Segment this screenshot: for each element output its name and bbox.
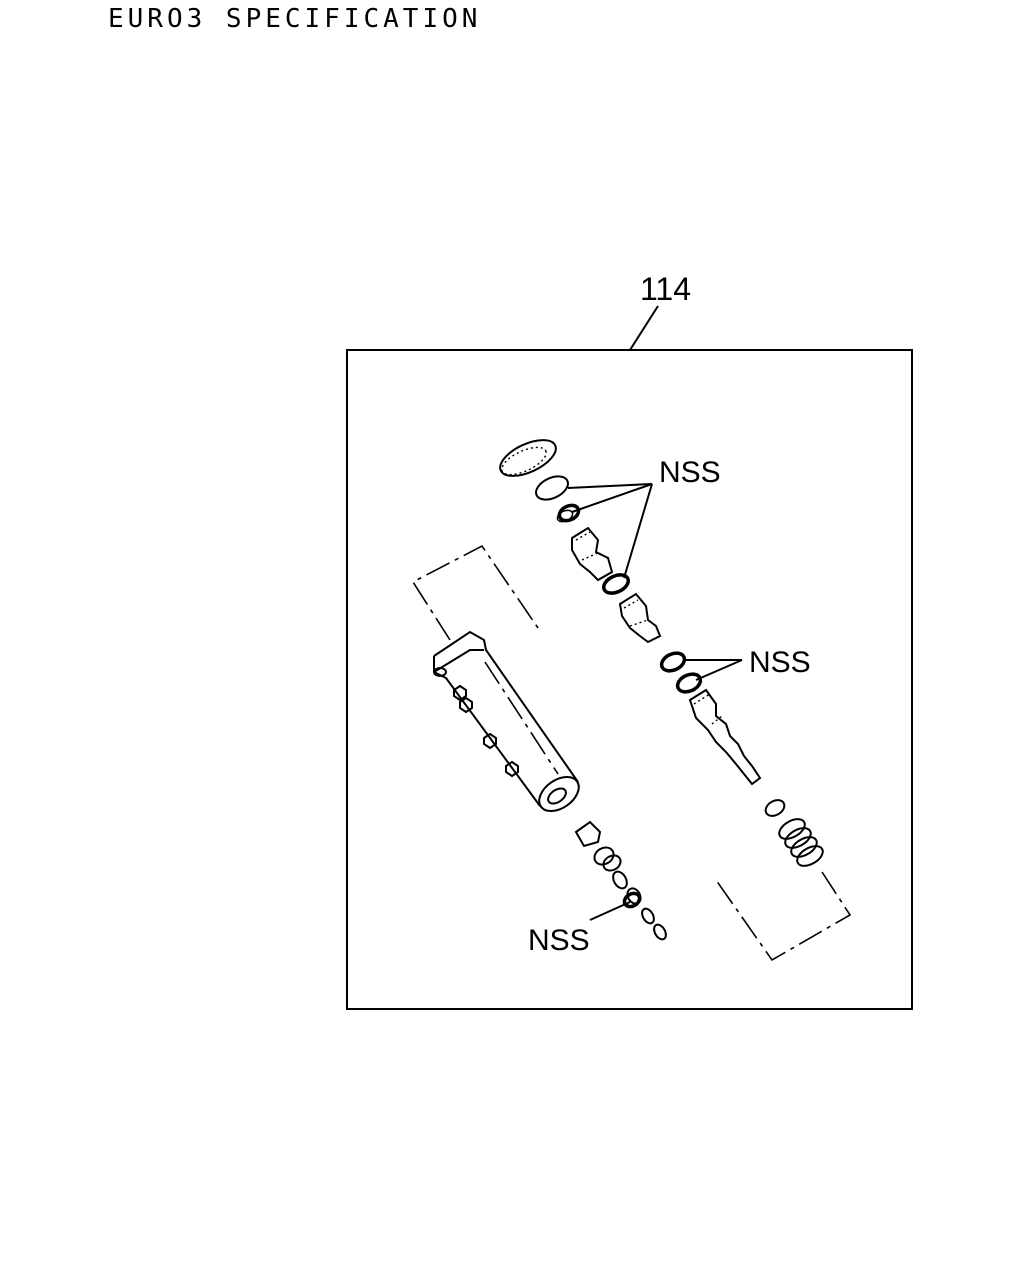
limiter-part (593, 846, 622, 872)
valve-body-part-middle (618, 592, 662, 644)
assembly-frame (346, 349, 913, 1010)
reference-leader-line (629, 305, 659, 351)
spring-part (764, 799, 824, 867)
valve-body-part-upper (571, 526, 614, 582)
o-ring-part-lower-pair (675, 672, 703, 694)
nss-label-top: NSS (659, 456, 721, 489)
nss-leader-middle (684, 659, 743, 681)
nss-leader-top (567, 483, 653, 579)
nss-leader-bottom (589, 901, 631, 921)
small-collar-part (556, 503, 581, 523)
o-ring-part (535, 475, 569, 501)
o-ring-part-thick (601, 573, 631, 595)
top-cap-part (499, 439, 557, 477)
small-washers-part (612, 870, 667, 941)
pressure-sensor-part (574, 820, 602, 848)
right-center-line (715, 871, 852, 962)
nss-label-bottom: NSS (528, 924, 590, 957)
reference-number-114[interactable]: 114 (640, 271, 691, 307)
rail-port-bosses (433, 667, 519, 778)
o-ring-part-upper-pair (659, 651, 687, 673)
spec-title: EURO3 SPECIFICATION (108, 4, 482, 34)
plunger-part (688, 688, 762, 786)
nss-label-middle: NSS (749, 646, 811, 679)
rail-body-part (433, 630, 580, 813)
left-center-line (411, 544, 539, 641)
